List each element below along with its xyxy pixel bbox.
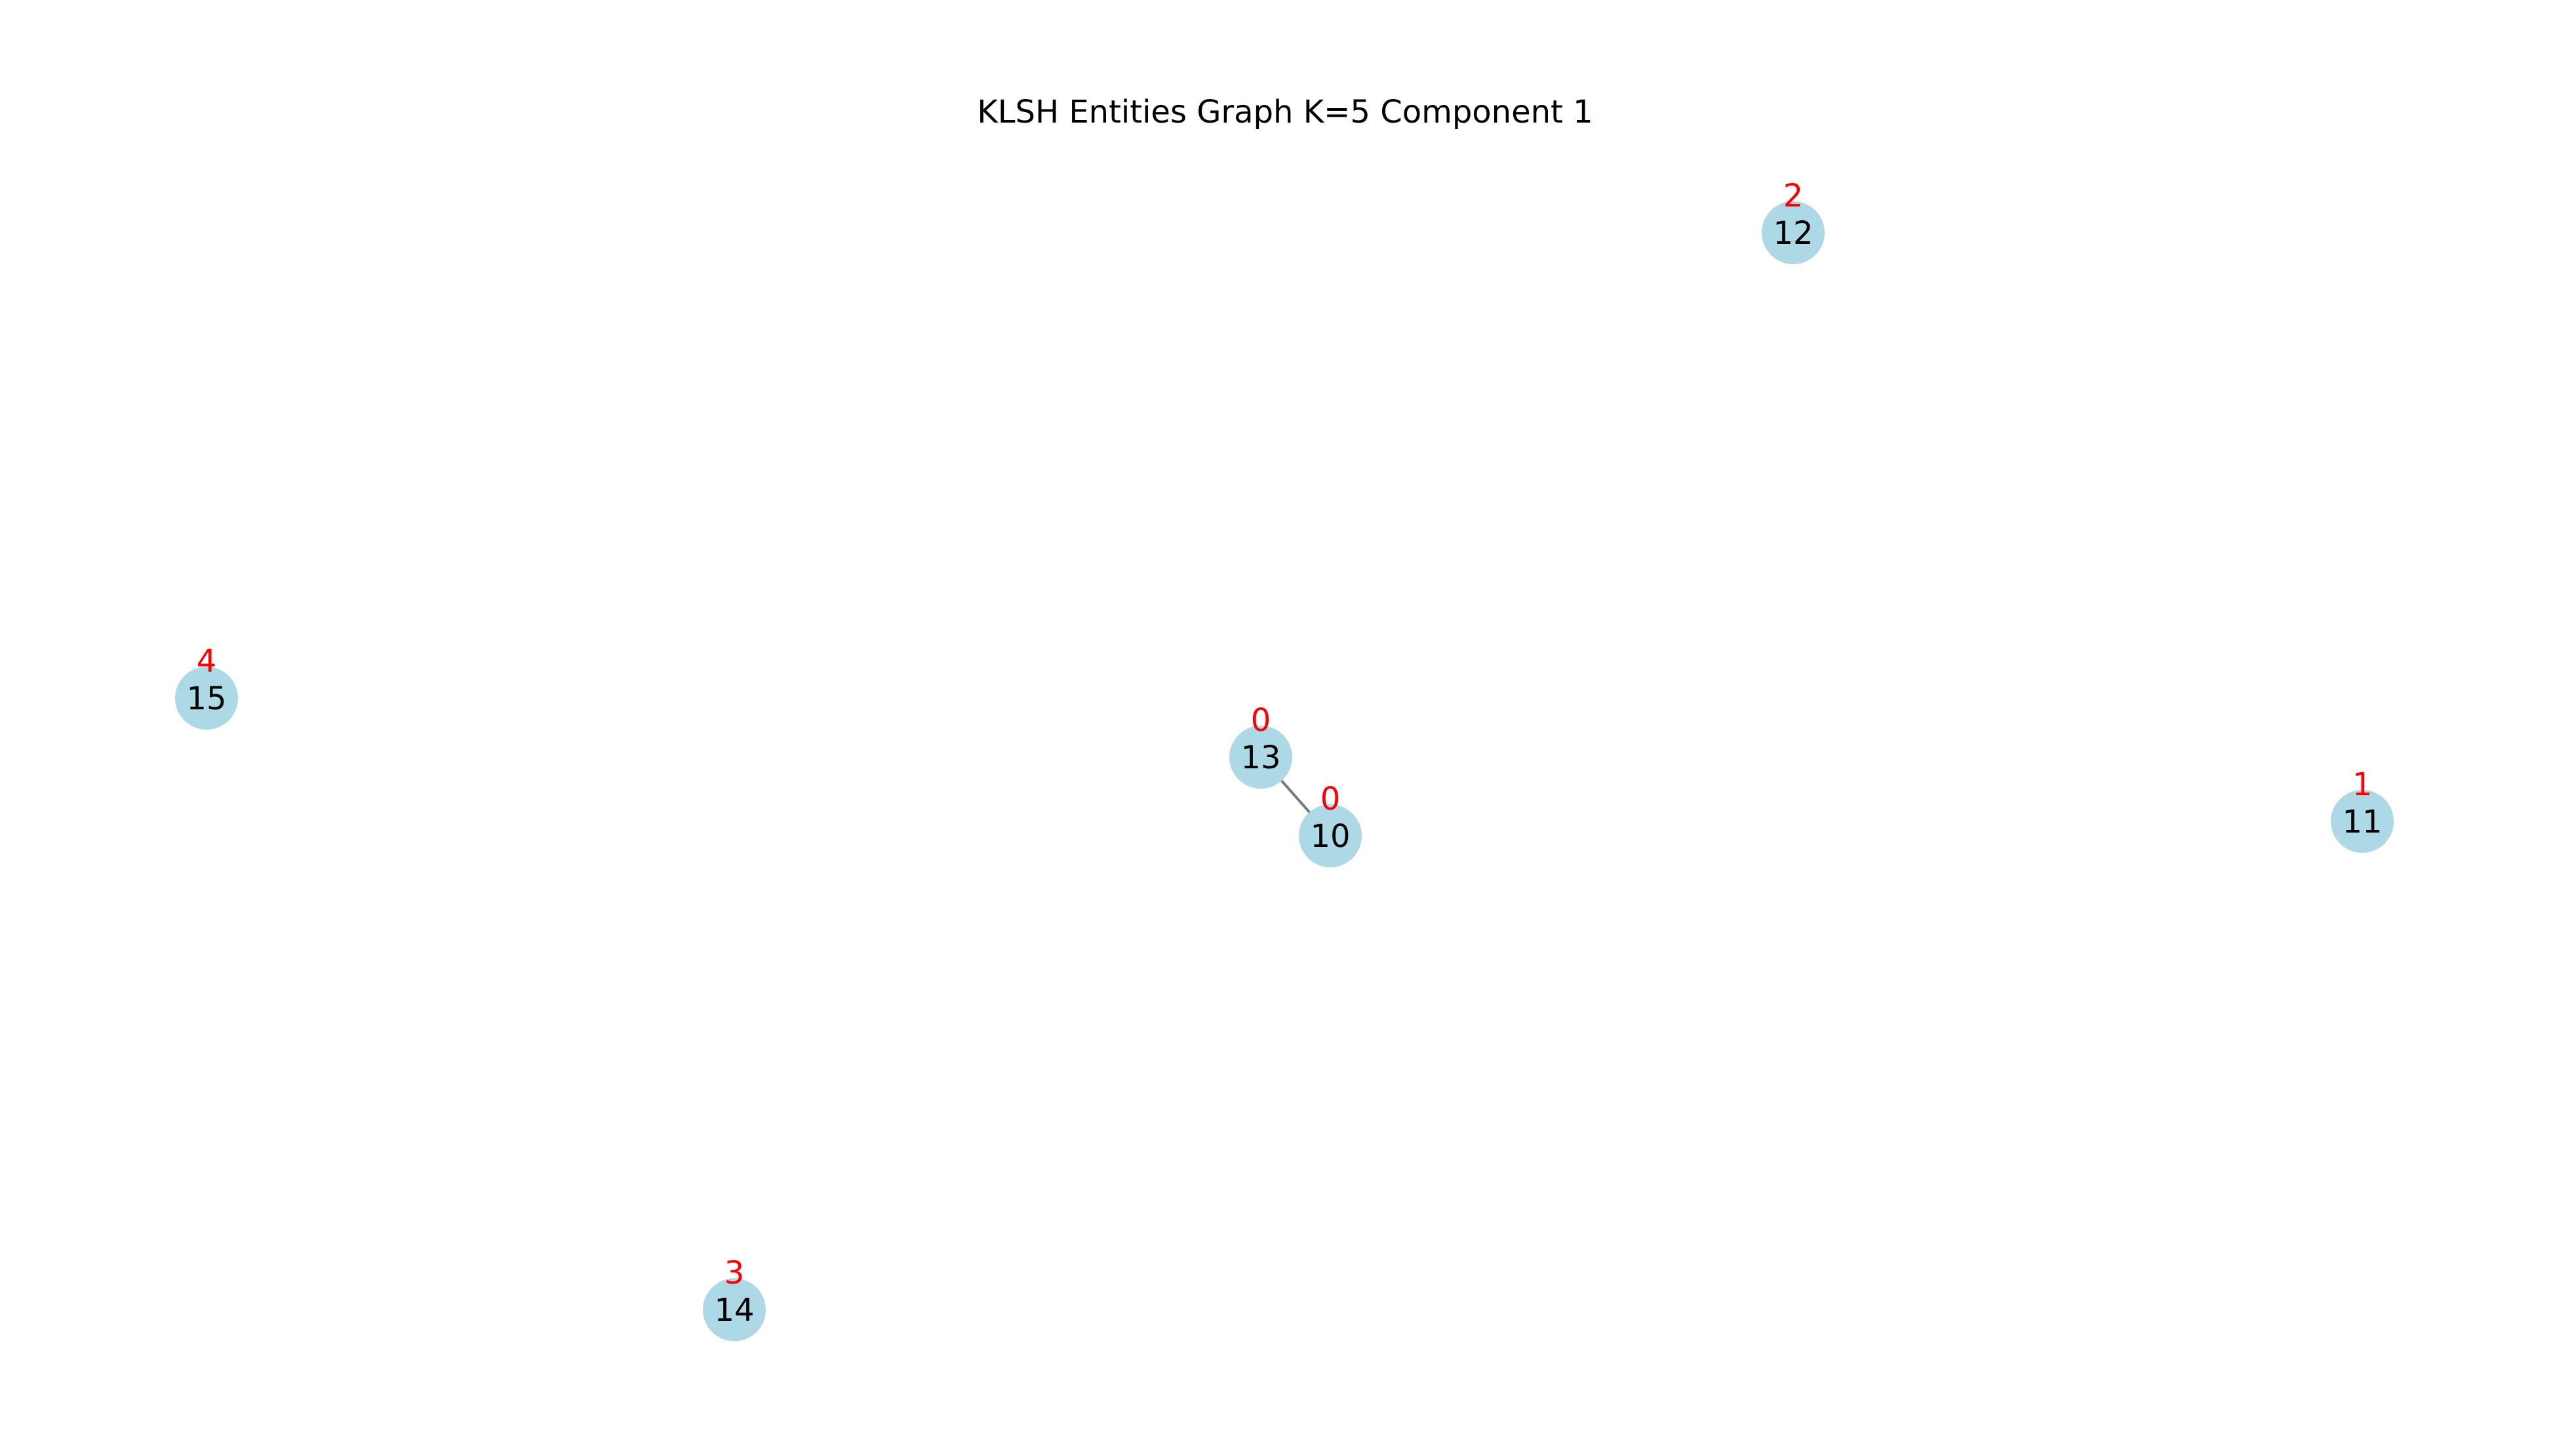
node-circle-15: [175, 667, 238, 730]
graph-title: KLSH Entities Graph K=5 Component 1: [977, 94, 1593, 130]
node-14: 143: [703, 1255, 766, 1341]
cluster-label-14: 3: [724, 1255, 745, 1291]
node-15: 154: [175, 643, 238, 730]
node-11: 111: [2331, 766, 2394, 853]
node-label-15: 15: [186, 680, 226, 717]
node-12: 122: [1762, 178, 1825, 264]
cluster-label-12: 2: [1783, 178, 1804, 214]
cluster-label-15: 4: [197, 643, 217, 680]
node-circle-12: [1762, 201, 1825, 264]
cluster-label-13: 0: [1251, 702, 1271, 739]
cluster-label-11: 1: [2352, 766, 2373, 803]
node-circle-11: [2331, 790, 2394, 853]
cluster-label-10: 0: [1320, 781, 1341, 817]
node-circle-10: [1299, 804, 1362, 867]
node-label-13: 13: [1240, 739, 1280, 776]
node-10: 100: [1299, 781, 1362, 867]
node-13: 130: [1229, 702, 1292, 789]
node-label-10: 10: [1310, 818, 1350, 855]
node-circle-14: [703, 1278, 766, 1341]
node-label-11: 11: [2342, 804, 2382, 840]
node-label-12: 12: [1773, 215, 1813, 252]
node-circle-13: [1229, 726, 1292, 789]
node-label-14: 14: [714, 1292, 754, 1329]
